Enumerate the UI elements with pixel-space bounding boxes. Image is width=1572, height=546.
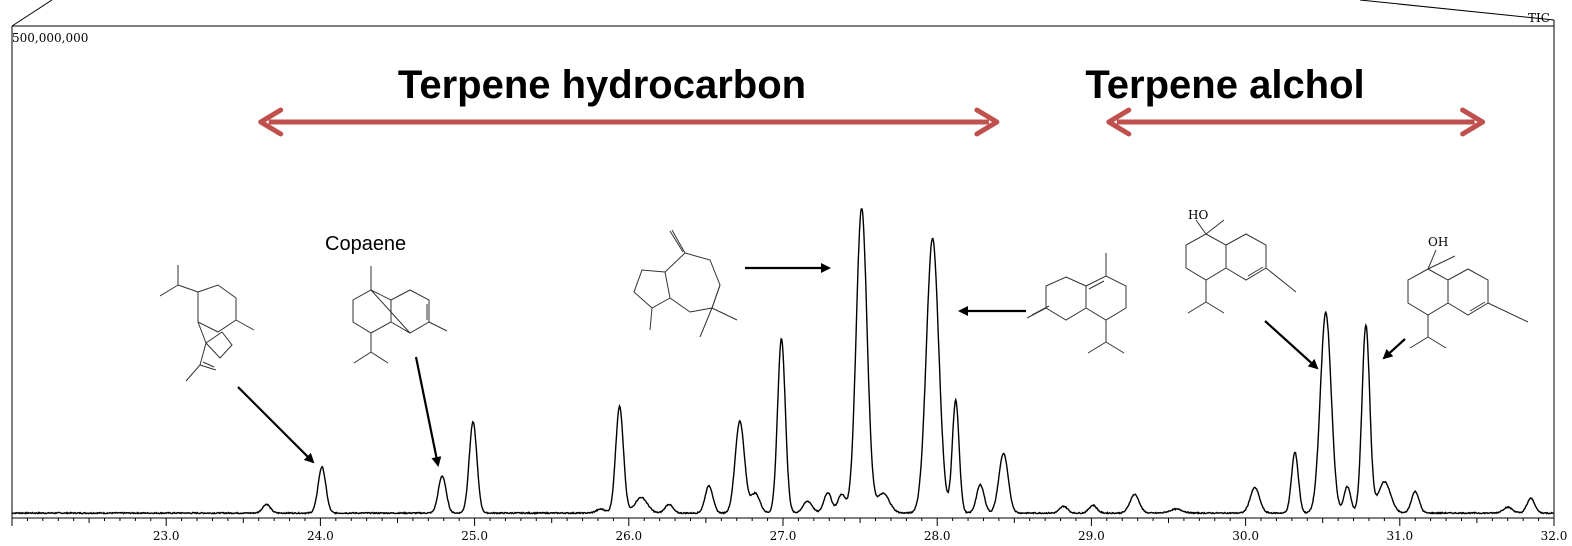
trace-layer xyxy=(11,208,1554,516)
molecule-label-ho: HO xyxy=(1188,208,1208,222)
x-axis: 23.0 24.0 25.0 26.0 27.0 28.0 29.0 30.0 31.0 32.0 xyxy=(11,517,1568,543)
frame-top-left-corner xyxy=(11,0,53,27)
molecule-structure-6 xyxy=(1407,249,1529,349)
x-tick-label: 30.0 xyxy=(1232,529,1259,543)
series-tic-line xyxy=(11,208,1554,516)
molecule-structure-3 xyxy=(633,229,738,338)
x-tick-label: 23.0 xyxy=(153,529,180,543)
pointer-arrow-2 xyxy=(414,356,442,467)
x-tick-label: 31.0 xyxy=(1386,529,1413,543)
molecule-label-oh: OH xyxy=(1428,235,1448,249)
pointer-arrow-1 xyxy=(237,386,315,464)
molecule-structure-5 xyxy=(1185,219,1297,314)
range-annotation-hydrocarbon: Terpene hydrocarbon xyxy=(258,63,1000,137)
range-arrow-head-left xyxy=(1106,107,1132,137)
range-annotation-alcohol: Terpene alchol xyxy=(1085,63,1486,137)
x-tick-label: 26.0 xyxy=(615,529,642,543)
x-tick-label: 24.0 xyxy=(307,529,334,543)
x-tick-label: 29.0 xyxy=(1078,529,1105,543)
y-top-label: 500,000,000 xyxy=(12,31,88,45)
range-label-alcohol: Terpene alchol xyxy=(1085,63,1364,107)
range-arrow-head-right xyxy=(1460,107,1486,137)
compound-label-copaene: Copaene xyxy=(325,233,406,255)
x-tick-label: 28.0 xyxy=(924,529,951,543)
range-arrow-alcohol xyxy=(1106,107,1486,137)
molecule-structure-copaene xyxy=(352,266,448,364)
range-arrow-hydrocarbon xyxy=(258,107,1000,137)
frame-top-right-corner xyxy=(1359,0,1555,21)
x-tick-label: 27.0 xyxy=(770,529,797,543)
range-label-hydrocarbon: Terpene hydrocarbon xyxy=(398,63,806,107)
molecule-structure-4 xyxy=(1026,253,1127,354)
x-tick-label: 32.0 xyxy=(1541,529,1568,543)
range-arrow-head-right xyxy=(974,107,1000,137)
pointer-arrows xyxy=(237,263,1406,467)
molecule-structure-1 xyxy=(159,265,255,382)
x-tick-label: 25.0 xyxy=(461,529,488,543)
pointer-arrow-6 xyxy=(1382,338,1406,360)
range-arrow-head-left xyxy=(258,107,284,137)
pointer-arrow-5 xyxy=(1264,320,1319,370)
series-label: TIC xyxy=(1528,11,1550,25)
